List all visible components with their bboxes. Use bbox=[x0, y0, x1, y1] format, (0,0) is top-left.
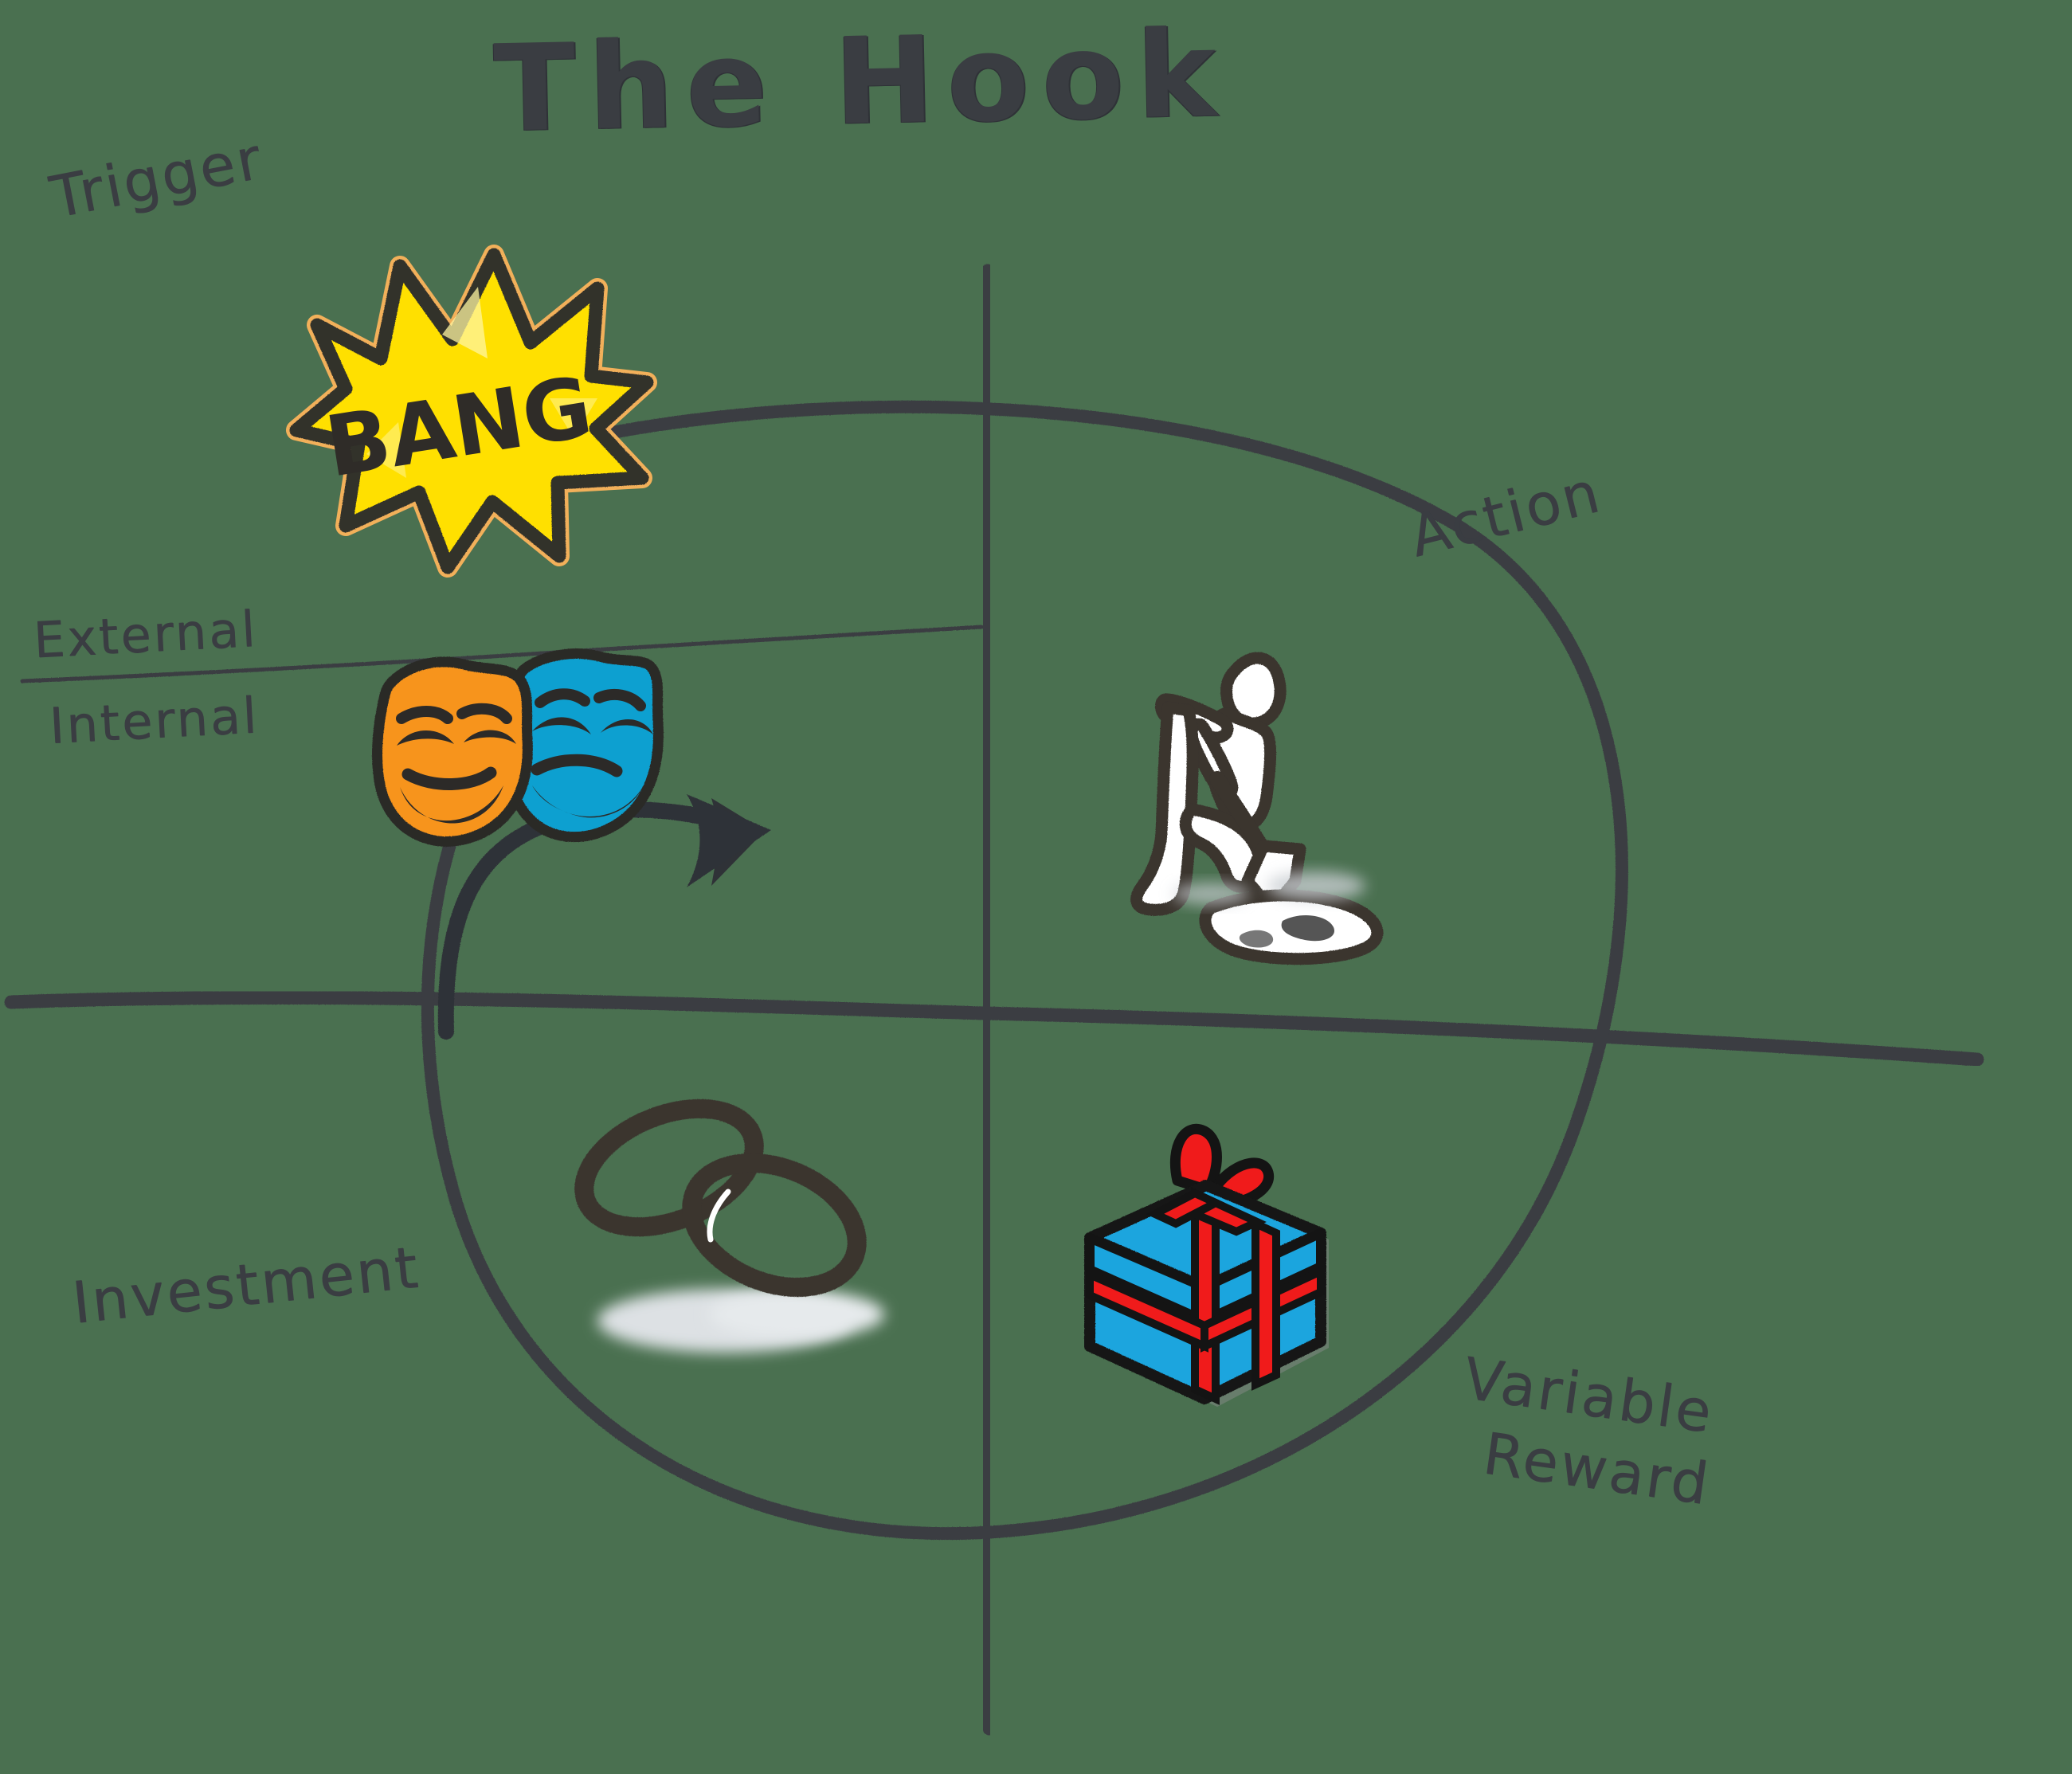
bang-burst-icon: BANG bbox=[279, 239, 657, 578]
person-digging-icon bbox=[1115, 637, 1434, 965]
hook-cycle-ellipse bbox=[421, 400, 1628, 1541]
trigger-sublabel-external: External bbox=[32, 599, 259, 670]
vertical-axis-line bbox=[977, 264, 997, 1736]
wedding-rings-icon bbox=[558, 1074, 900, 1361]
cycle-arrowhead-fill-icon bbox=[687, 794, 771, 887]
gift-box-icon bbox=[1067, 1098, 1362, 1408]
page-title: The Hook bbox=[492, 5, 1231, 159]
trigger-sublabel-internal: Internal bbox=[48, 686, 260, 755]
theater-masks-icon bbox=[360, 645, 679, 860]
horizontal-axis-line bbox=[4, 990, 1984, 1067]
